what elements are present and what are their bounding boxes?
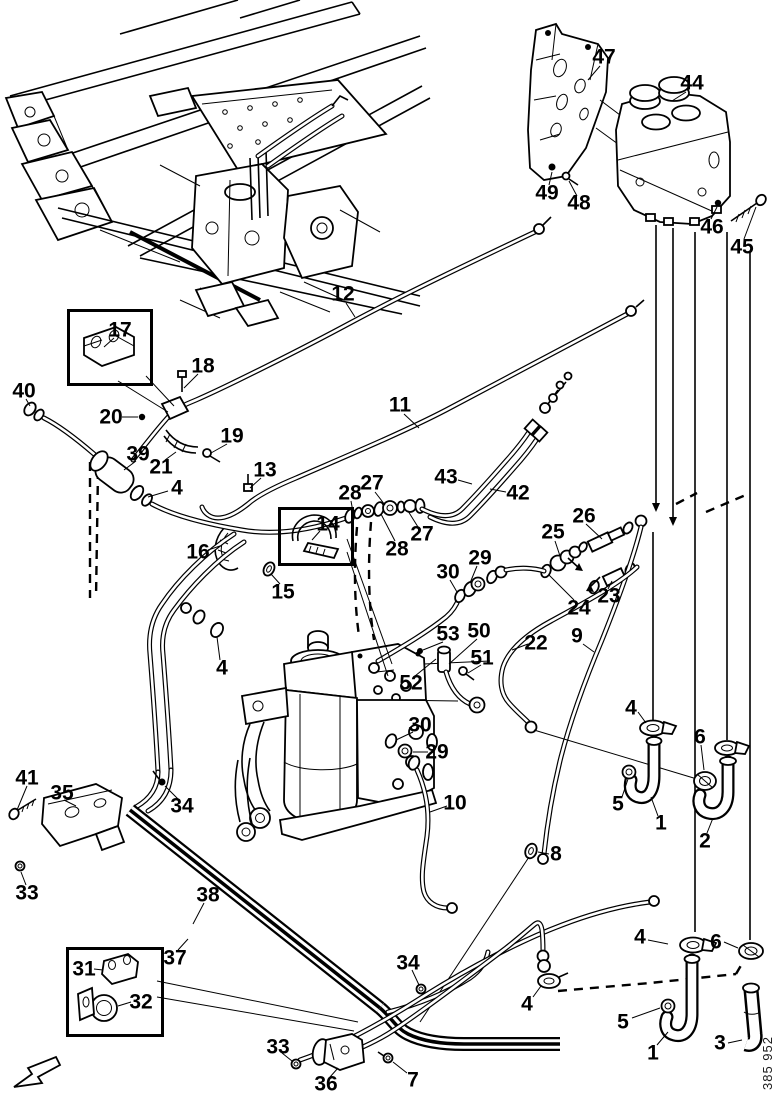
callout-39: 39 (126, 442, 150, 466)
callout-44: 44 (680, 71, 704, 95)
chassis-frame-illustration (4, 0, 431, 328)
callout-3: 3 (714, 1031, 726, 1055)
fitting-chain-23-26 (540, 514, 648, 595)
callout-8: 8 (550, 842, 562, 866)
callout-9: 9 (571, 624, 583, 648)
elbow-tube-group-bottom (659, 936, 764, 1052)
callout-32: 32 (129, 990, 153, 1014)
orientation-arrow-icon (13, 1055, 62, 1088)
callout-46: 46 (700, 215, 724, 239)
callout-7: 7 (407, 1068, 419, 1092)
callout-12: 12 (331, 282, 355, 306)
tube-11 (199, 299, 645, 577)
callout-29: 29 (425, 740, 449, 764)
callout-53: 53 (436, 622, 460, 646)
callout-4: 4 (171, 476, 183, 500)
callout-47: 47 (592, 45, 616, 69)
callout-34: 34 (170, 794, 194, 818)
left-tube-chain (23, 401, 349, 535)
callout-41: 41 (15, 766, 39, 790)
callout-14: 14 (316, 512, 340, 536)
callout-5: 5 (612, 792, 624, 816)
callout-49: 49 (535, 181, 559, 205)
callout-35: 35 (50, 781, 74, 805)
callout-leader-lines (16, 65, 757, 1078)
callout-23: 23 (597, 584, 621, 608)
callout-25: 25 (541, 520, 565, 544)
clamp-bracket-36 (290, 983, 427, 1071)
detail-17-clamp (83, 326, 135, 367)
callout-4: 4 (521, 992, 533, 1016)
callout-21: 21 (149, 455, 173, 479)
callout-26: 26 (572, 504, 596, 528)
callout-30: 30 (436, 560, 460, 584)
hose-22 (498, 564, 698, 780)
detail-box-31-32 (66, 947, 164, 1037)
callout-30: 30 (408, 713, 432, 737)
callout-43: 43 (434, 465, 458, 489)
callout-6: 6 (694, 725, 706, 749)
callout-2: 2 (699, 829, 711, 853)
callout-42: 42 (506, 481, 530, 505)
callout-38: 38 (196, 883, 220, 907)
callout-10: 10 (443, 791, 467, 815)
footer-part-code: 385 952 (760, 1036, 775, 1090)
callout-52: 52 (399, 671, 423, 695)
callout-11: 11 (388, 393, 412, 417)
callout-27: 27 (360, 471, 384, 495)
callout-18: 18 (191, 354, 215, 378)
callout-37: 37 (163, 946, 187, 970)
hose-10 (384, 733, 458, 914)
detail-box-leaders (117, 375, 393, 1032)
detail-14-clamp (291, 514, 340, 560)
callout-33: 33 (266, 1035, 290, 1059)
callout-4: 4 (634, 925, 646, 949)
fitting-chain-29-30-upper (375, 565, 547, 664)
callout-27: 27 (410, 522, 434, 546)
detail-box-17 (67, 309, 153, 386)
callout-22: 22 (524, 631, 548, 655)
callout-48: 48 (567, 191, 591, 215)
connector-50-53 (417, 645, 486, 714)
callout-28: 28 (338, 481, 362, 505)
fitting-chain-27-28 (344, 498, 426, 524)
callout-15: 15 (271, 580, 295, 604)
callout-29: 29 (468, 546, 492, 570)
detail-31-32-clamps (77, 953, 139, 1022)
hoses-42-43 (419, 371, 573, 526)
callout-50: 50 (467, 619, 491, 643)
callout-19: 19 (220, 424, 244, 448)
callout-51: 51 (470, 646, 494, 670)
callout-33: 33 (15, 881, 39, 905)
mounting-bracket-47 (527, 22, 649, 186)
frame-bracket-35 (8, 770, 166, 872)
detail-box-14 (278, 507, 354, 566)
callout-4: 4 (625, 696, 637, 720)
valve-port-leader-lines (88, 225, 751, 993)
lower-return-hoses (297, 895, 660, 1063)
callout-6: 6 (710, 930, 722, 954)
callout-45: 45 (730, 235, 754, 259)
callout-36: 36 (314, 1072, 338, 1096)
callout-5: 5 (617, 1010, 629, 1034)
callout-17: 17 (108, 318, 132, 342)
callout-20: 20 (99, 405, 123, 429)
callout-24: 24 (567, 596, 591, 620)
callout-16: 16 (186, 540, 210, 564)
valve-assembly-44 (615, 76, 767, 226)
tube-12 (130, 216, 552, 463)
elbow-tube-group-mid (621, 719, 751, 821)
callout-4: 4 (216, 656, 228, 680)
steering-gear-pump (234, 630, 491, 842)
callout-1: 1 (655, 811, 667, 835)
callout-28: 28 (385, 537, 409, 561)
callout-34: 34 (396, 951, 420, 975)
callout-40: 40 (12, 379, 36, 403)
callout-1: 1 (647, 1041, 659, 1065)
callout-13: 13 (253, 458, 277, 482)
callout-31: 31 (72, 957, 96, 981)
